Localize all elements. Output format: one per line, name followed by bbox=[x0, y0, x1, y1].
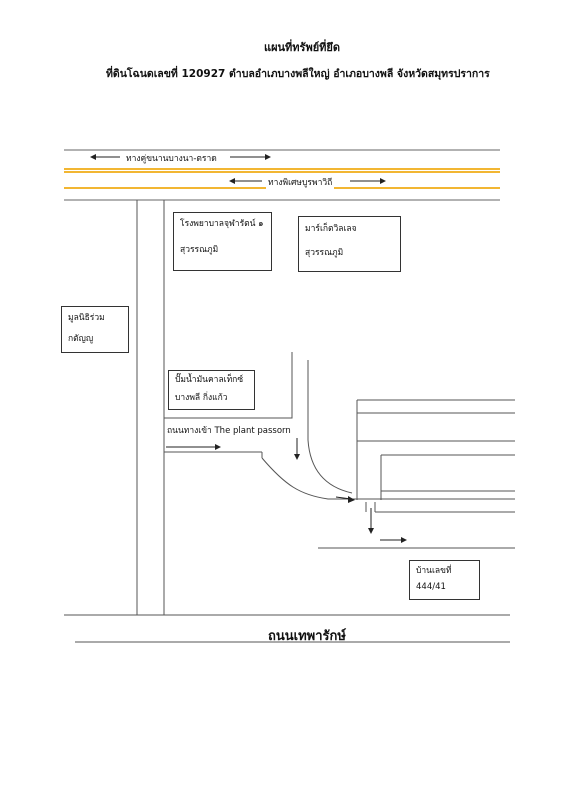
market-box: มาร์เก็ตวิลเลจ สุวรรณภูมิ bbox=[298, 216, 401, 272]
hospital-name: โรงพยาบาลจุฬารัตน์ ๑ bbox=[180, 219, 264, 229]
house-box: บ้านเลขที่ 444/41 bbox=[409, 560, 480, 600]
curve-road-left bbox=[261, 457, 355, 500]
foundation-name-2: กตัญญู bbox=[68, 334, 94, 344]
curve-road-inner bbox=[307, 360, 353, 494]
market-area: สุวรรณภูมิ bbox=[305, 248, 344, 258]
gas-station-area: บางพลี กิ่งแก้ว bbox=[175, 393, 228, 403]
top-road-label: ทางคู่ขนานบางนา-ตราด bbox=[124, 151, 219, 165]
curve-road-outer bbox=[262, 352, 293, 419]
bottom-road-label: ถนนเทพารักษ์ bbox=[268, 629, 346, 644]
entrance-road-label: ถนนทางเข้า The plant passorn bbox=[167, 426, 291, 436]
hospital-box: โรงพยาบาลจุฬารัตน์ ๑ สุวรรณภูมิ bbox=[173, 212, 272, 271]
map-title: แผนที่ทรัพย์ที่ยึด bbox=[264, 41, 341, 54]
foundation-name: มูลนิธิร่วม bbox=[68, 313, 105, 323]
expressway-label: ทางพิเศษบูรพาวิถี bbox=[266, 175, 335, 189]
gas-station-name: ปั๊มน้ำมันคาลเท็กซ์ bbox=[175, 375, 244, 385]
hospital-area: สุวรรณภูมิ bbox=[180, 245, 219, 255]
map-subtitle: ที่ดินโฉนดเลขที่ 120927 ตำบลอำเภบางพลีให… bbox=[106, 68, 490, 80]
foundation-box: มูลนิธิร่วม กตัญญู bbox=[61, 306, 129, 353]
market-name: มาร์เก็ตวิลเลจ bbox=[305, 224, 357, 234]
house-number: 444/41 bbox=[416, 582, 446, 592]
gas-station-box: ปั๊มน้ำมันคาลเท็กซ์ บางพลี กิ่งแก้ว bbox=[168, 370, 255, 410]
house-label: บ้านเลขที่ bbox=[416, 566, 452, 576]
